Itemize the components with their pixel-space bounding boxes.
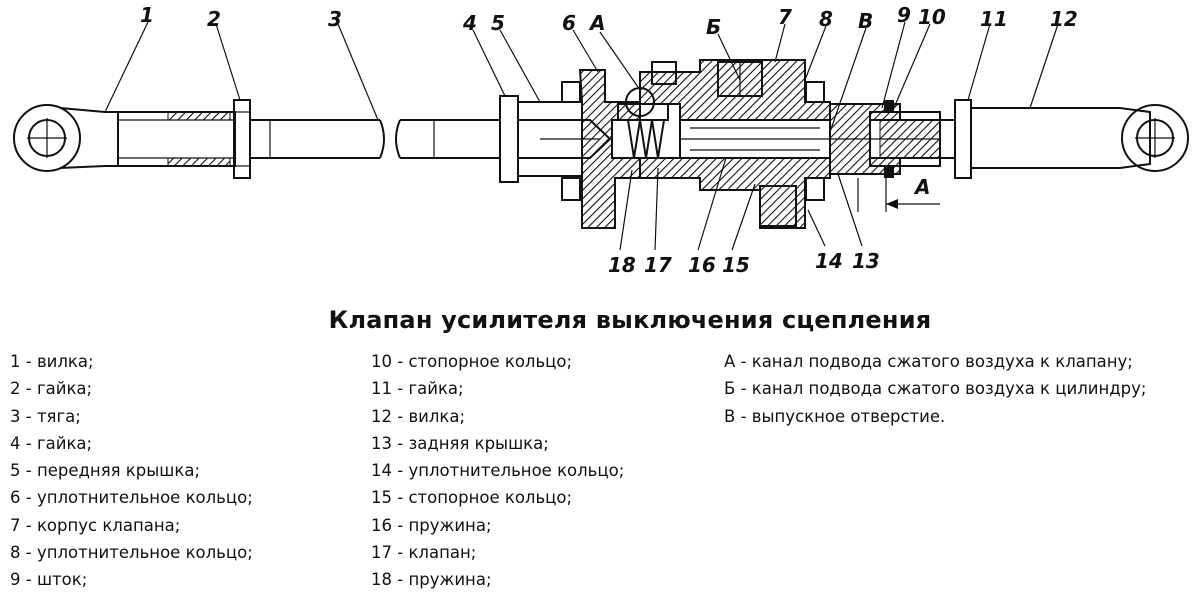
legend-item: 12 - вилка; [371, 406, 466, 426]
callout-11: 11 [980, 7, 1008, 31]
callout-4: 4 [462, 11, 477, 35]
callout-15: 15 [722, 253, 750, 277]
legend-item: 5 - передняя крышка; [10, 461, 200, 481]
callout-10: 10 [918, 5, 946, 29]
left-nut [233, 99, 251, 179]
legend-item: 2 - гайка; [10, 379, 93, 399]
legend-item: 17 - клапан; [371, 543, 477, 563]
legend-item: 14 - уплотнительное кольцо; [371, 461, 625, 481]
legend-item: 13 - задняя крышка; [371, 433, 549, 453]
legend-item: 9 - шток; [10, 570, 88, 590]
legend-item: 8 - уплотнительное кольцо; [10, 543, 253, 563]
callout-12: 12 [1050, 7, 1078, 31]
nut-4 [499, 95, 519, 183]
legend-item: А - канал подвода сжатого воздуха к клап… [724, 352, 1133, 371]
callout-1: 1 [140, 3, 154, 27]
callout-7: 7 [778, 5, 792, 29]
legend-item: 16 - пружина; [371, 515, 492, 535]
valve-body [517, 59, 941, 229]
dimension-label: А [913, 175, 930, 199]
callout-9: 9 [897, 3, 911, 27]
diagram-title: Клапан усилителя выключения сцепления [328, 306, 932, 334]
legend-item: 3 - тяга; [10, 406, 81, 426]
legend-item: В - выпускное отверстие. [724, 406, 946, 426]
legend-column-2: 10 - стопорное кольцо; 11 - гайка; 12 - … [371, 348, 624, 594]
callout-13: 13 [852, 249, 880, 273]
callout-v: В [858, 9, 873, 33]
callout-5: 5 [491, 11, 505, 35]
legend-item: 1 - вилка; [10, 352, 94, 371]
callout-2: 2 [207, 7, 221, 31]
leader-lines [104, 21, 1059, 251]
left-fork [13, 104, 236, 172]
callout-14: 14 [815, 249, 843, 273]
legend-item: 11 - гайка; [371, 379, 464, 399]
legend-column-1: 1 - вилка; 2 - гайка; 3 - тяга; 4 - гайк… [10, 348, 253, 594]
legend-item: 15 - стопорное кольцо; [371, 488, 573, 508]
legend-item: Б - канал подвода сжатого воздуха к цили… [724, 379, 1147, 399]
legend-item: 10 - стопорное кольцо; [371, 352, 573, 371]
callout-3: 3 [328, 7, 342, 31]
callout-6: 6 [562, 11, 576, 35]
legend-item: 18 - пружина; [371, 570, 492, 590]
callout-8: 8 [819, 7, 833, 31]
valve-drawing: А 1 2 3 4 5 6 А Б 7 8 В 9 10 11 12 18 17… [13, 3, 1189, 277]
callout-17: 17 [644, 253, 672, 277]
rod [250, 119, 500, 159]
legend-item: 7 - корпус клапана; [10, 515, 181, 535]
legend-item: 4 - гайка; [10, 433, 93, 453]
callout-a: А [588, 11, 605, 35]
legend-column-3: А - канал подвода сжатого воздуха к клап… [724, 348, 1146, 430]
callout-16: 16 [688, 253, 716, 277]
legend-item: 6 - уплотнительное кольцо; [10, 488, 253, 508]
dimension-a [857, 178, 940, 212]
callout-18: 18 [608, 253, 636, 277]
right-fork [900, 99, 1189, 179]
callout-b: Б [706, 15, 721, 39]
